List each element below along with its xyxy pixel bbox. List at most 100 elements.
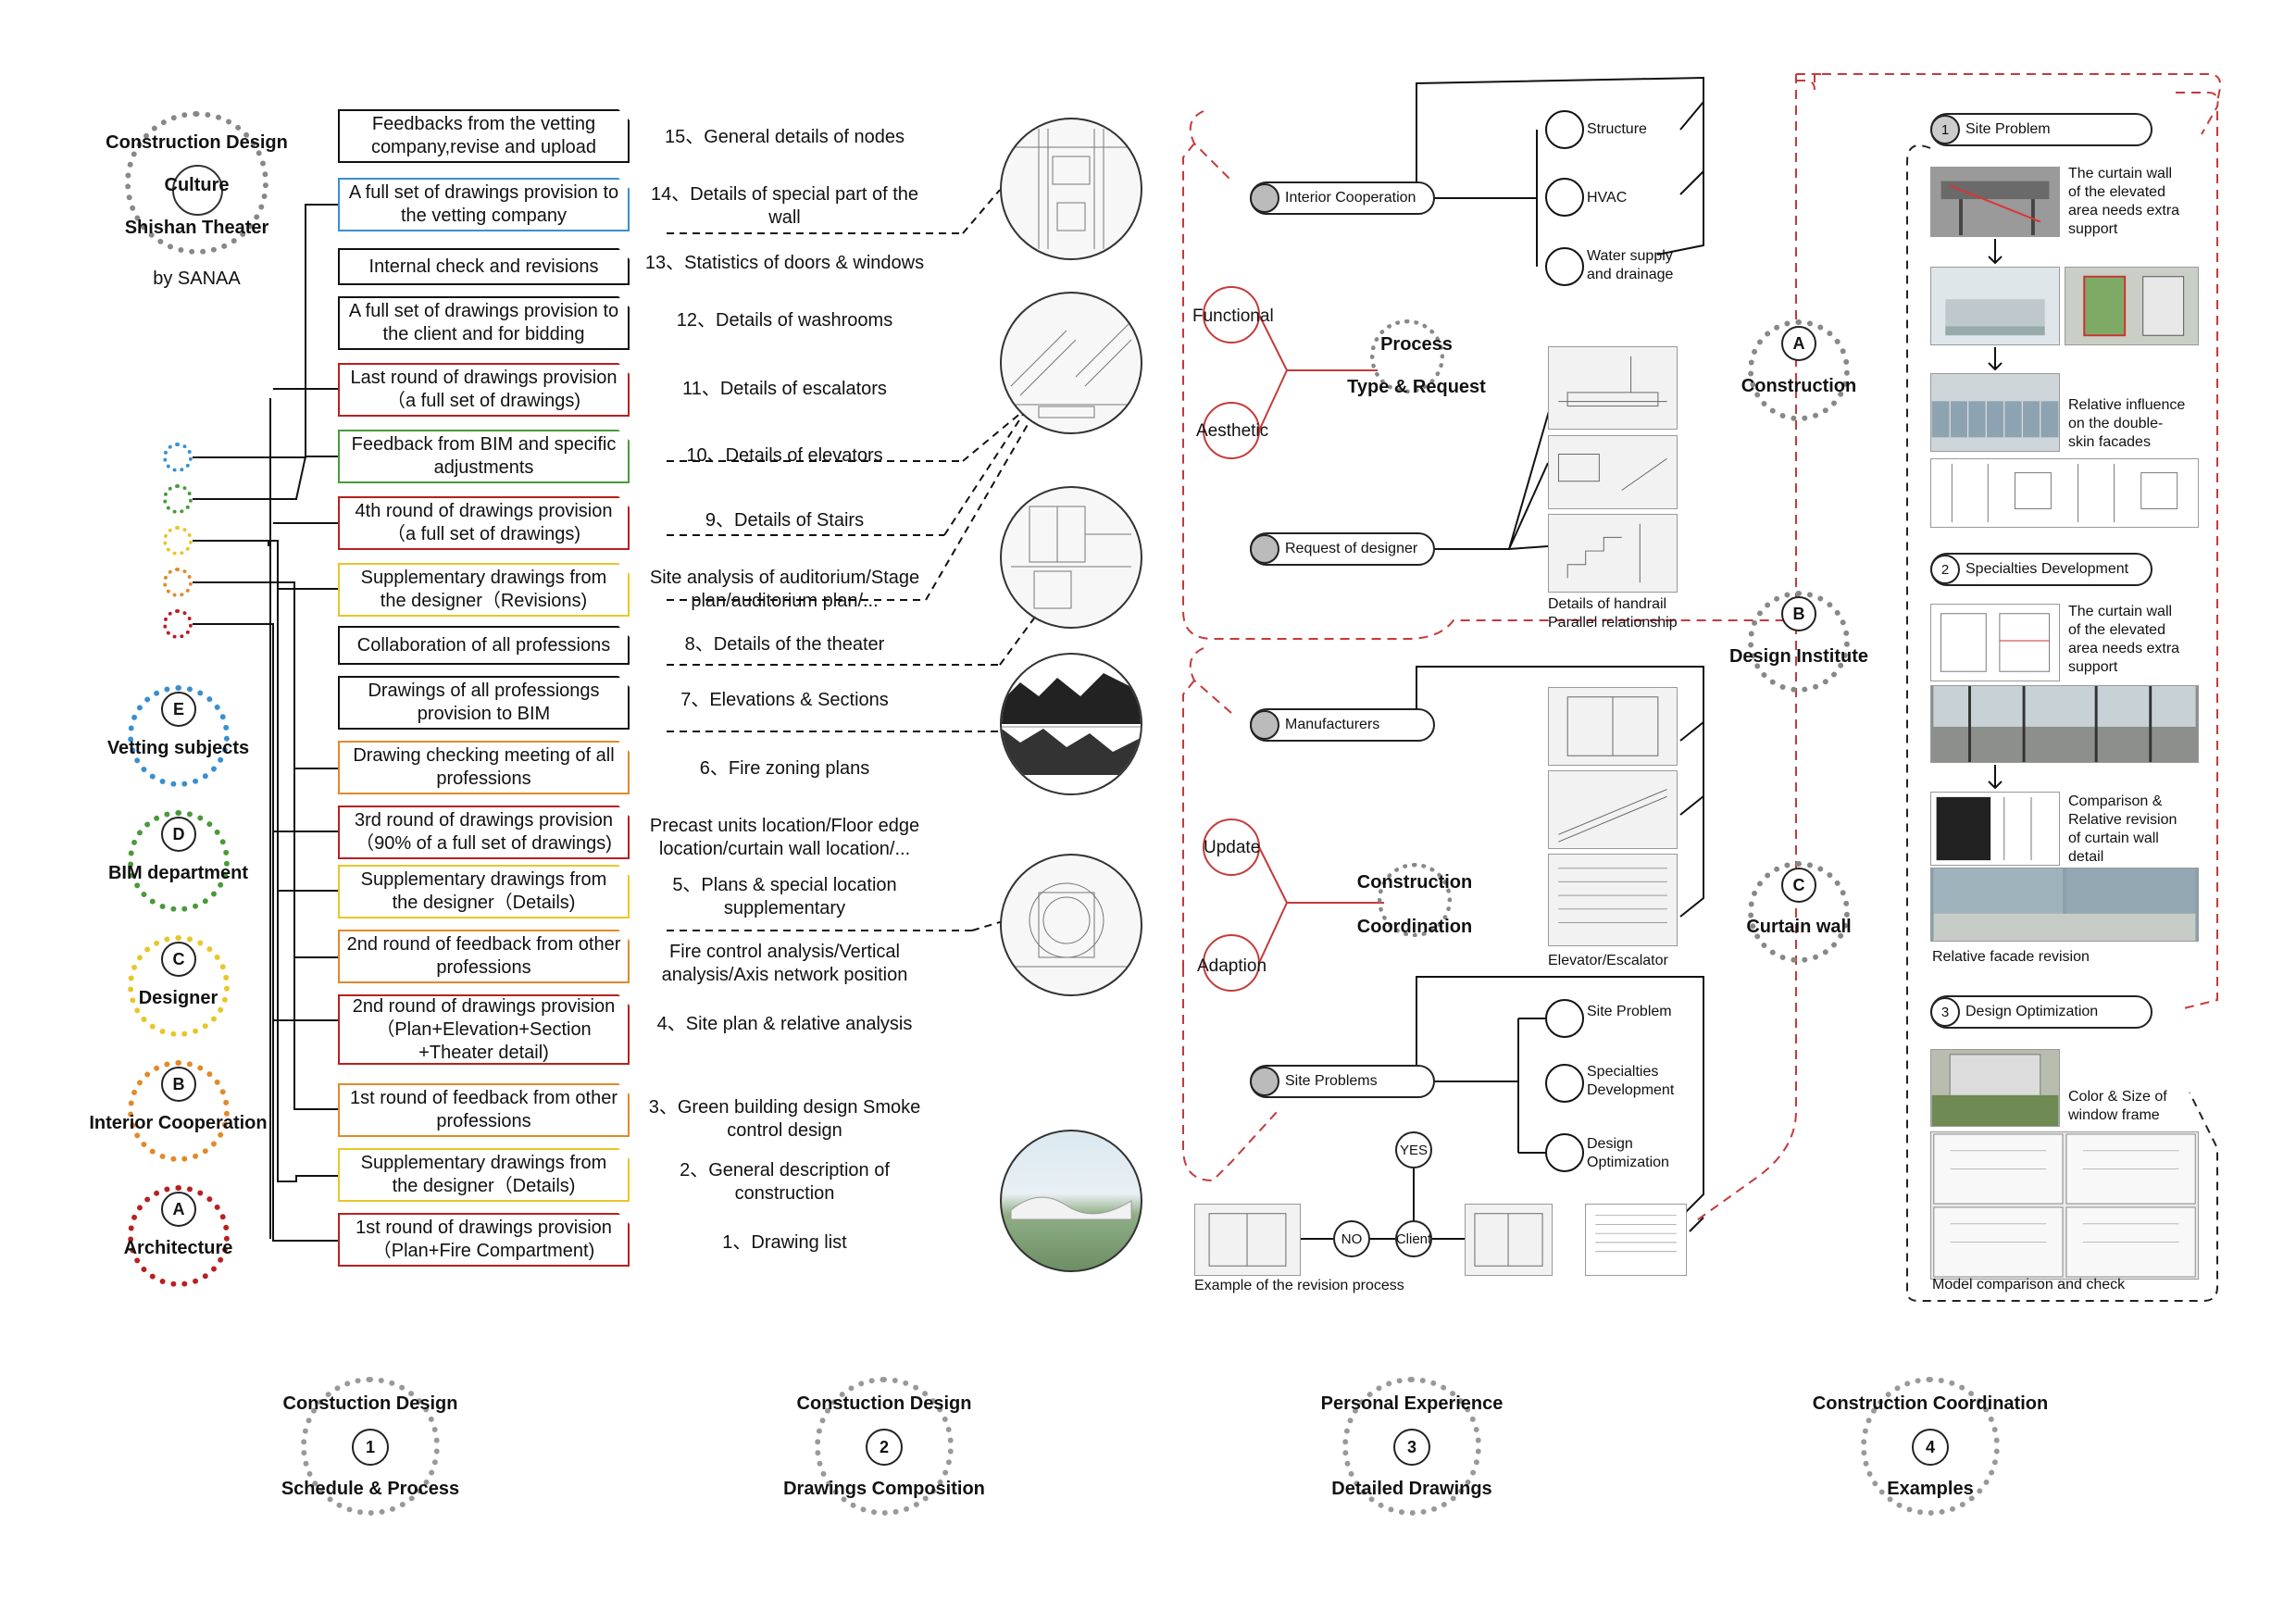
specialties-note2: Comparison & Relative revision of curtai… [2068,793,2177,865]
drawing-item: 3、Green building design Smoke control de… [648,1097,921,1141]
handrail-drawing-2 [1548,435,1678,509]
project-title-line3: Shishan Theater [124,218,269,238]
schedule-step: Feedbacks from the vetting company,revis… [338,109,630,163]
institute-letter: B [1781,596,1816,631]
drawing-item: 9、Details of Stairs [705,510,865,531]
functional-label: Functional [1192,306,1274,326]
interior-item-hvac: HVAC [1587,190,1628,206]
model-comparison-grid [1930,1131,2199,1280]
legend-dot-e [163,443,193,472]
legend-letter: C [161,942,196,977]
connector-path [1416,76,1704,256]
example-caption: Example of the revision process [1194,1278,1404,1293]
connector-path [1182,647,1279,1182]
legend-letter: D [161,817,196,852]
legend-label: Architecture [123,1238,233,1258]
project-title-line2: Culture [164,175,230,195]
schedule-step: Supplementary drawings from the designer… [338,865,630,918]
optimization-note1: Color & Size of window frame [2068,1089,2167,1123]
stage-subtitle: Detailed Drawings [1331,1479,1492,1499]
elevator-drawing-3 [1548,854,1678,946]
title-ring [125,111,268,255]
drawing-item: 12、Details of washrooms [676,310,893,331]
coordination-ring [1378,863,1452,937]
facade-detail-drawings [1930,458,2199,528]
detail-drawing-circle-2 [1000,292,1142,434]
stage-title: Personal Experience [1320,1393,1504,1414]
stage-number: 1 [352,1429,389,1466]
stage-title: Constuction Design [282,1393,458,1414]
site-problem-note2: Relative influence on the double-skin fa… [2068,397,2186,450]
institute-letter: C [1781,868,1816,903]
stage-subtitle: Schedule & Process [281,1479,460,1499]
stage-subtitle: Examples [1887,1479,1974,1499]
interior-cooperation-node: Interior Cooperation [1250,181,1435,215]
site-problem-note1: The curtain wall of the elevated area ne… [2068,166,2180,237]
drawing-item: 13、Statistics of doors & windows [644,253,925,273]
adaption-label: Adaption [1197,956,1267,976]
elevation-drawing-circle [1000,653,1142,795]
connector-path [1182,110,1787,640]
facade-revision-renders [1930,868,2199,942]
stage-title: Constuction Design [796,1393,972,1414]
stage-title: Construction Coordination [1812,1393,2049,1414]
revision-drawing-1 [1194,1204,1301,1276]
detail-drawing-circle-3 [1000,486,1142,629]
comparison-drawing [1930,792,2060,866]
stage-number: 2 [866,1429,903,1466]
node-circle [1545,999,1584,1038]
no-node: NO [1333,1220,1370,1257]
revision-document [1585,1204,1687,1276]
connector-line [1689,1217,1704,1232]
site-item-specialties: Specialties Development [1587,1064,1675,1098]
node-circle [1545,247,1584,286]
legend-dot-d [163,484,193,514]
handrail-caption: Details of handrail Parallel relationshi… [1548,596,1678,631]
node-circle [1545,1133,1584,1172]
coordination-subtitle: Coordination [1356,917,1473,937]
schedule-step: 4th round of drawings provision（a full s… [338,496,630,550]
schedule-step: 3rd round of drawings provision（90% of a… [338,806,630,859]
node-label: Site Problems [1285,1073,1378,1089]
update-label: Update [1204,838,1261,857]
legend-dot-b [163,568,193,597]
yes-node: YES [1395,1131,1432,1168]
schedule-step: A full set of drawings provision to the … [338,178,630,231]
institute-name: Construction [1741,376,1857,396]
connector-path [193,456,338,500]
site-photo-3 [2065,267,2199,345]
schedule-step: 2nd round of drawings provision（Plan+Ele… [338,994,630,1065]
drawing-item: 6、Fire zoning plans [699,758,870,779]
specialties-caption: Relative facade revision [1932,949,2090,965]
institute-name: Curtain wall [1746,917,1852,937]
connector-path [2176,92,2219,135]
elevator-drawing-2 [1548,770,1678,849]
elevator-caption: Elevator/Escalator [1548,953,1668,968]
site-item-optimization: Design Optimization [1587,1136,1669,1170]
schedule-step: 2nd round of feedback from other profess… [338,930,630,983]
drawing-item: 2、General description of construction [680,1160,890,1204]
stage-number: 3 [1393,1429,1430,1466]
site-problems-node: Site Problems [1250,1065,1435,1098]
request-of-designer-node: Request of designer [1250,532,1435,566]
drawing-item: 8、Details of the theater [684,634,885,655]
node-label: Manufacturers [1285,717,1380,732]
stage-number: 4 [1912,1429,1949,1466]
legend-dot-c [163,526,193,556]
connector-path [193,540,269,546]
legend-label: Designer [138,988,218,1008]
connector-line [1679,101,1704,131]
drawing-item: 1、Drawing list [722,1232,847,1253]
schedule-step: Drawings of all professiongs provision t… [338,676,630,730]
revision-drawing-2 [1465,1204,1553,1276]
connector-line [1679,170,1704,195]
process-ring [1370,319,1444,394]
optimization-caption: Model comparison and check [1932,1277,2126,1293]
connector-line [925,416,1033,601]
connector-path [1796,73,2222,103]
interior-photo [1930,685,2199,763]
double-skin-facade-photo [1930,373,2060,452]
connector-line [962,189,1001,234]
connector-path [193,581,338,1110]
title-ring-small [172,165,223,216]
